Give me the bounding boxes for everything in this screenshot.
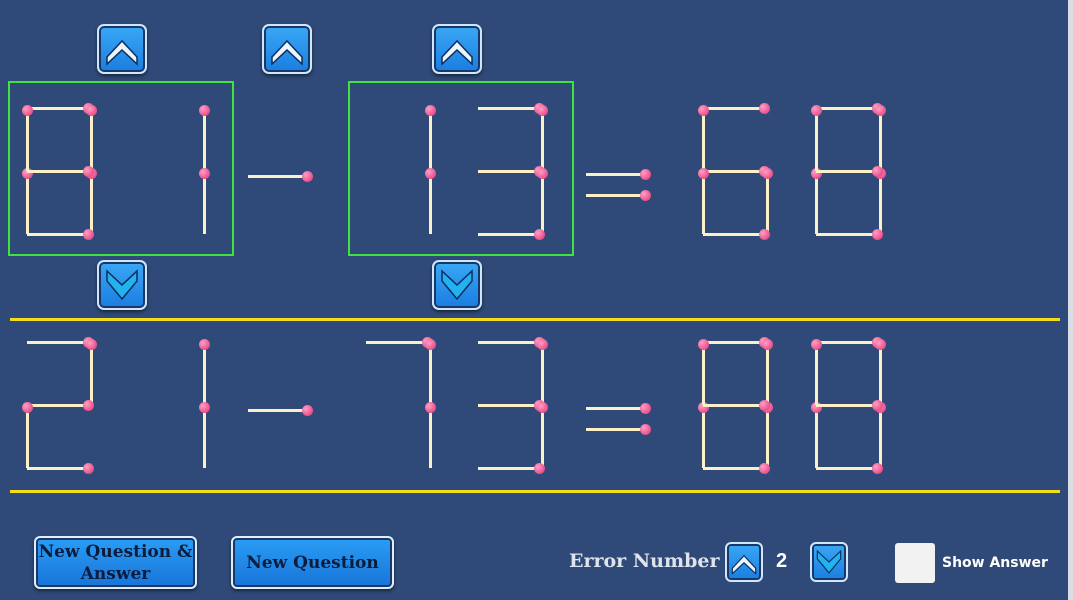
chevron-up-icon [441,39,473,66]
new-question-button[interactable]: New Question [231,536,394,589]
divider-top [10,318,1060,321]
show-answer-checkbox[interactable] [895,543,935,583]
digit-2-down-button[interactable] [432,260,482,310]
digit-1-down-button[interactable] [97,260,147,310]
window-edge [1068,0,1073,600]
divider-bottom [10,490,1060,493]
error-number-value: 2 [776,550,788,572]
chevron-down-icon [106,269,138,301]
selected-group-left[interactable] [8,81,234,256]
error-up-button[interactable] [725,542,763,582]
chevron-up-icon [106,39,138,66]
operator-up-button[interactable] [262,24,312,74]
digit-1-up-button[interactable] [97,24,147,74]
chevron-down-icon [816,549,842,574]
chevron-up-icon [271,39,303,66]
error-number-label: Error Number [569,550,720,572]
selected-group-right[interactable] [348,81,574,256]
show-answer-label: Show Answer [942,555,1048,571]
error-down-button[interactable] [810,542,848,582]
chevron-up-icon [731,554,757,576]
new-question-answer-button[interactable]: New Question & Answer [34,536,197,589]
chevron-down-icon [441,269,473,301]
digit-2-up-button[interactable] [432,24,482,74]
